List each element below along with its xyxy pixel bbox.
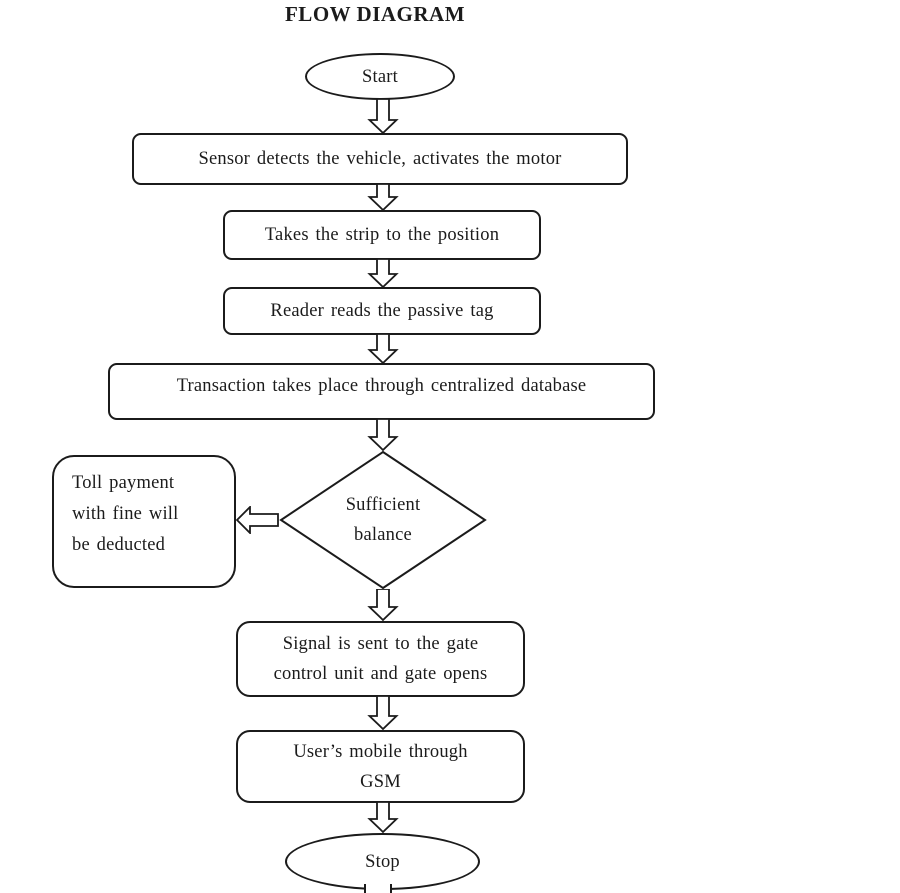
diamond-shape xyxy=(279,450,487,590)
node-reader-reads: Reader reads the passive tag xyxy=(223,287,541,335)
node-toll-label-line1: Toll payment xyxy=(72,473,175,493)
flow-arrow-down-icon xyxy=(367,184,399,211)
node-transaction-label: Transaction takes place through centrali… xyxy=(176,375,587,396)
flow-arrow-left-icon xyxy=(236,506,279,534)
flow-arrow-down-icon xyxy=(367,99,399,134)
node-gate-signal-label-line2: control unit and gate opens xyxy=(273,664,488,684)
node-gsm: User’s mobile through GSM xyxy=(236,730,525,803)
node-decision-label-line1: Sufficient xyxy=(345,495,421,515)
node-start: Start xyxy=(305,53,455,100)
node-sensor-detects: Sensor detects the vehicle, activates th… xyxy=(132,133,628,185)
node-sensor-label: Sensor detects the vehicle, activates th… xyxy=(198,149,562,169)
node-toll-label-line3: be deducted xyxy=(72,535,166,555)
node-toll-label-line2: with fine will xyxy=(72,504,179,524)
node-decision-sufficient-balance: Sufficient balance xyxy=(278,450,488,590)
flow-arrow-down-icon xyxy=(367,419,399,451)
node-gsm-label-line1: User’s mobile through xyxy=(293,741,468,762)
node-transaction: Transaction takes place through centrali… xyxy=(108,363,655,420)
node-reader-label: Reader reads the passive tag xyxy=(270,301,494,321)
node-gsm-label-line2: GSM xyxy=(360,771,401,792)
flow-arrow-down-icon xyxy=(367,334,399,364)
node-strip-label: Takes the strip to the position xyxy=(264,225,500,245)
node-toll-payment: Toll payment with fine will be deducted xyxy=(52,455,236,588)
node-takes-strip: Takes the strip to the position xyxy=(223,210,541,260)
node-stop-label: Stop xyxy=(365,851,400,872)
flow-arrow-down-icon xyxy=(367,259,399,288)
node-start-label: Start xyxy=(362,66,398,87)
flow-arrow-down-icon xyxy=(367,696,399,730)
node-stop: Stop xyxy=(285,833,480,890)
flow-arrow-down-icon xyxy=(367,589,399,621)
page-title: FLOW DIAGRAM xyxy=(284,2,466,26)
node-gate-signal: Signal is sent to the gate control unit … xyxy=(236,621,525,697)
cropped-arrow-stub xyxy=(364,884,392,893)
flow-arrow-down-icon xyxy=(367,802,399,833)
node-decision-label-line2: balance xyxy=(354,525,412,545)
node-gate-signal-label-line1: Signal is sent to the gate xyxy=(282,634,479,654)
